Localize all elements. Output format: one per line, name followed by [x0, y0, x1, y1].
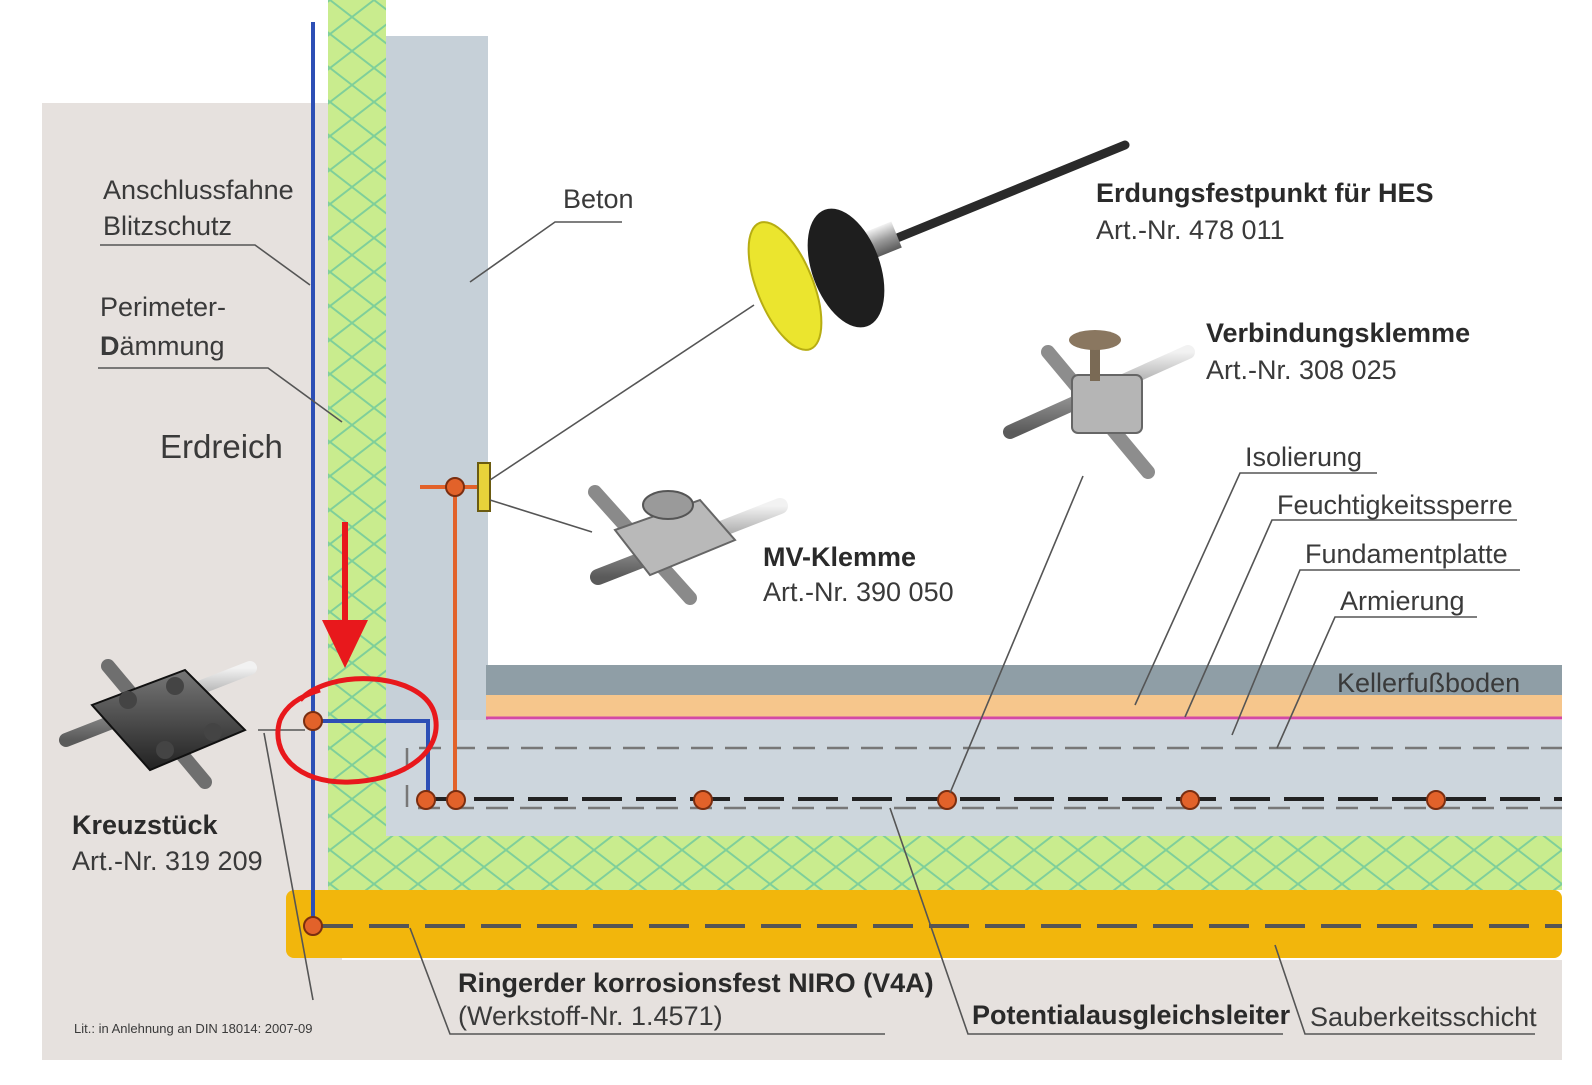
erdungsfestpunkt-marker	[477, 462, 491, 512]
connection-point	[1426, 790, 1446, 810]
perimeter-insulation-vertical	[328, 0, 386, 890]
concrete-slab	[385, 720, 1562, 836]
ringerder-name: Ringerder korrosionsfest NIRO (V4A)	[458, 968, 934, 998]
connection-point	[937, 790, 957, 810]
sauberkeitsschicht-layer	[286, 890, 1562, 958]
mv-klemme-name: MV-Klemme	[763, 542, 916, 572]
label-fundamentplatte: Fundamentplatte	[1305, 539, 1508, 569]
concrete-wall	[385, 36, 488, 836]
armierung-bottom	[405, 785, 1562, 810]
connection-point	[303, 916, 323, 936]
connection-points	[303, 477, 1446, 936]
ringerder-art: (Werkstoff-Nr. 1.4571)	[458, 1001, 723, 1031]
kellerfussboden-layer	[486, 665, 1562, 695]
label-isolierung: Isolierung	[1245, 442, 1362, 472]
label-perimeter-2: Dämmung	[100, 331, 225, 361]
label-perimeter-1: Perimeter-	[100, 292, 226, 322]
soil-area-lower	[42, 960, 1562, 1060]
annotation-highlight	[275, 522, 439, 785]
label-feuchtigkeitssperre: Feuchtigkeitssperre	[1277, 490, 1513, 520]
label-beton: Beton	[563, 184, 634, 214]
connection-point	[303, 711, 323, 731]
perimeter-insulation-horizontal	[328, 836, 1562, 890]
isolierung-layer	[486, 695, 1562, 717]
verbindungsklemme-name: Verbindungsklemme	[1206, 318, 1470, 348]
mv-klemme-image	[588, 485, 788, 605]
kreuzstueck-name: Kreuzstück	[72, 810, 219, 840]
kreuzstueck-art: Art.-Nr. 319 209	[72, 846, 263, 876]
label-anschlussfahne-1: Anschlussfahne	[103, 175, 294, 205]
leader-lines	[98, 221, 1535, 1035]
label-potentialausgleichsleiter: Potentialausgleichsleiter	[972, 1000, 1291, 1030]
label-anschlussfahne-2: Blitzschutz	[103, 211, 232, 241]
connection-point	[446, 790, 466, 810]
label-kellerfussboden: Kellerfußboden	[1337, 668, 1520, 698]
annotation-circle	[275, 676, 439, 785]
erdungsfestpunkt-image	[747, 140, 1130, 351]
verbindungsklemme-art: Art.-Nr. 308 025	[1206, 355, 1397, 385]
label-erdreich: Erdreich	[160, 428, 283, 465]
label-perimeter-2-initial: D	[100, 331, 120, 361]
connection-point	[416, 790, 436, 810]
connection-point	[693, 790, 713, 810]
connection-point	[445, 477, 465, 497]
annotation-arrow-head	[322, 620, 368, 668]
armierung-top	[405, 746, 1562, 770]
mv-klemme-art: Art.-Nr. 390 050	[763, 577, 954, 607]
label-armierung: Armierung	[1340, 586, 1465, 616]
connection-point	[1180, 790, 1200, 810]
erdungsfestpunkt-name: Erdungsfestpunkt für HES	[1096, 178, 1434, 208]
erdungsfestpunkt-art: Art.-Nr. 478 011	[1096, 215, 1285, 245]
label-perimeter-2-rest: ämmung	[120, 331, 225, 361]
verbindungsklemme-image	[1003, 330, 1195, 479]
kreuzstueck-image	[59, 659, 257, 789]
label-sauberkeitsschicht: Sauberkeitsschicht	[1310, 1002, 1537, 1032]
footnote: Lit.: in Anlehnung an DIN 18014: 2007-09	[74, 1021, 313, 1036]
